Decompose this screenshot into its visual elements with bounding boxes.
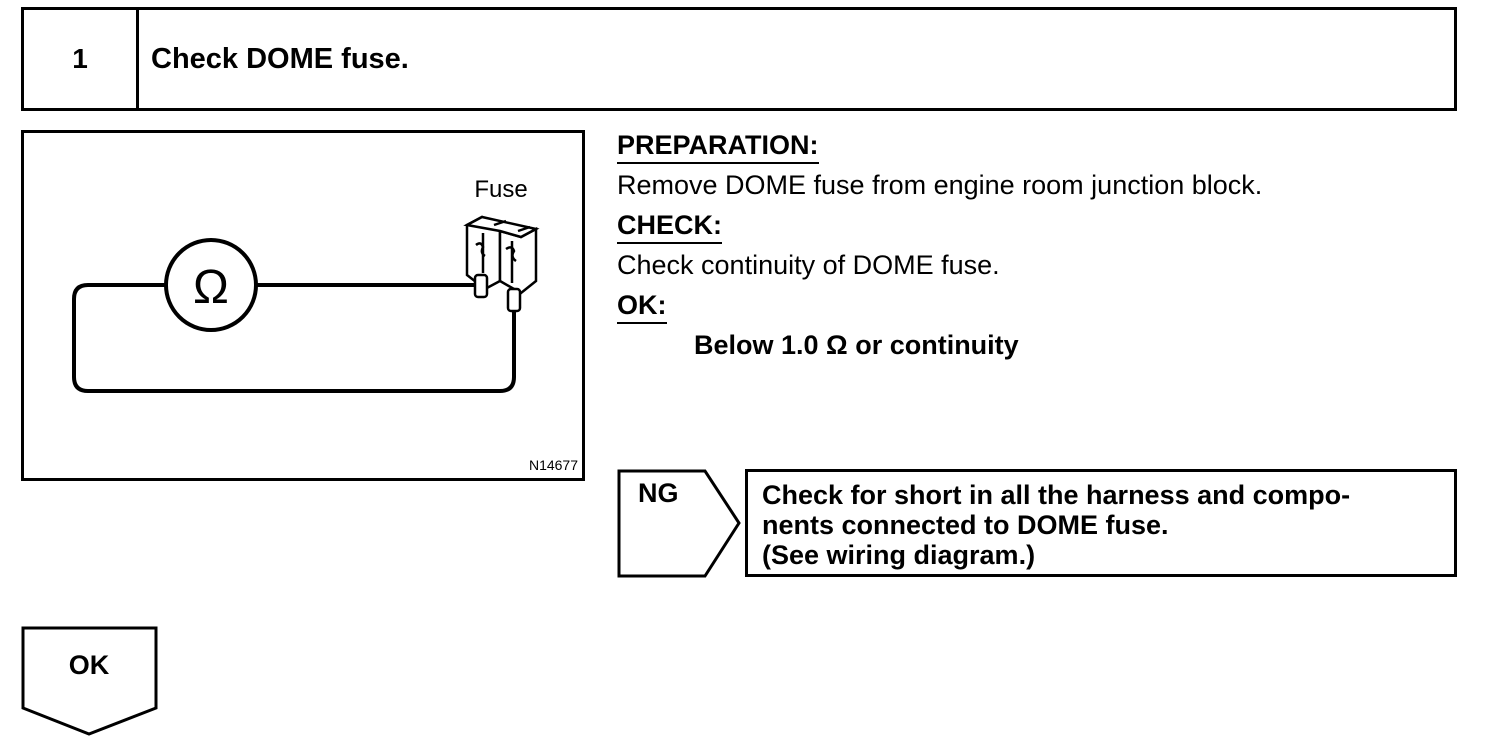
ng-label: NG (638, 478, 679, 508)
meter-lead-wire (72, 283, 516, 393)
instructions: PREPARATION: Remove DOME fuse from engin… (617, 124, 1457, 364)
preparation-heading: PREPARATION: (617, 128, 819, 164)
ng-arrow-icon (617, 469, 741, 578)
fuse-continuity-illustration: Ω Fuse N14677 (21, 130, 585, 481)
ohmmeter-icon (164, 238, 258, 332)
step-number: 1 (24, 10, 139, 108)
ohm-symbol: Ω (193, 261, 229, 314)
figure-code: N14677 (528, 457, 578, 473)
ok-arrow-icon (21, 626, 158, 736)
preparation-text: Remove DOME fuse from engine room juncti… (617, 170, 1263, 200)
ng-action-box: Check for short in all the harness and c… (745, 469, 1457, 577)
ok-spec: Below 1.0 Ω or continuity (694, 330, 1019, 360)
ng-action-line: nents connected to DOME fuse. (762, 510, 1169, 540)
ok-heading: OK: (617, 288, 667, 324)
check-text: Check continuity of DOME fuse. (617, 250, 1000, 280)
circuit-diagram: Ω (72, 215, 540, 393)
ok-label: OK (68, 650, 110, 680)
step-header: 1 Check DOME fuse. (21, 7, 1457, 111)
ng-action-line: Check for short in all the harness and c… (762, 480, 1351, 510)
fuse-icon (463, 215, 540, 313)
ng-action-line: (See wiring diagram.) (762, 540, 1036, 570)
step-title: Check DOME fuse. (151, 42, 409, 75)
fuse-label: Fuse (474, 176, 528, 203)
check-heading: CHECK: (617, 208, 722, 244)
